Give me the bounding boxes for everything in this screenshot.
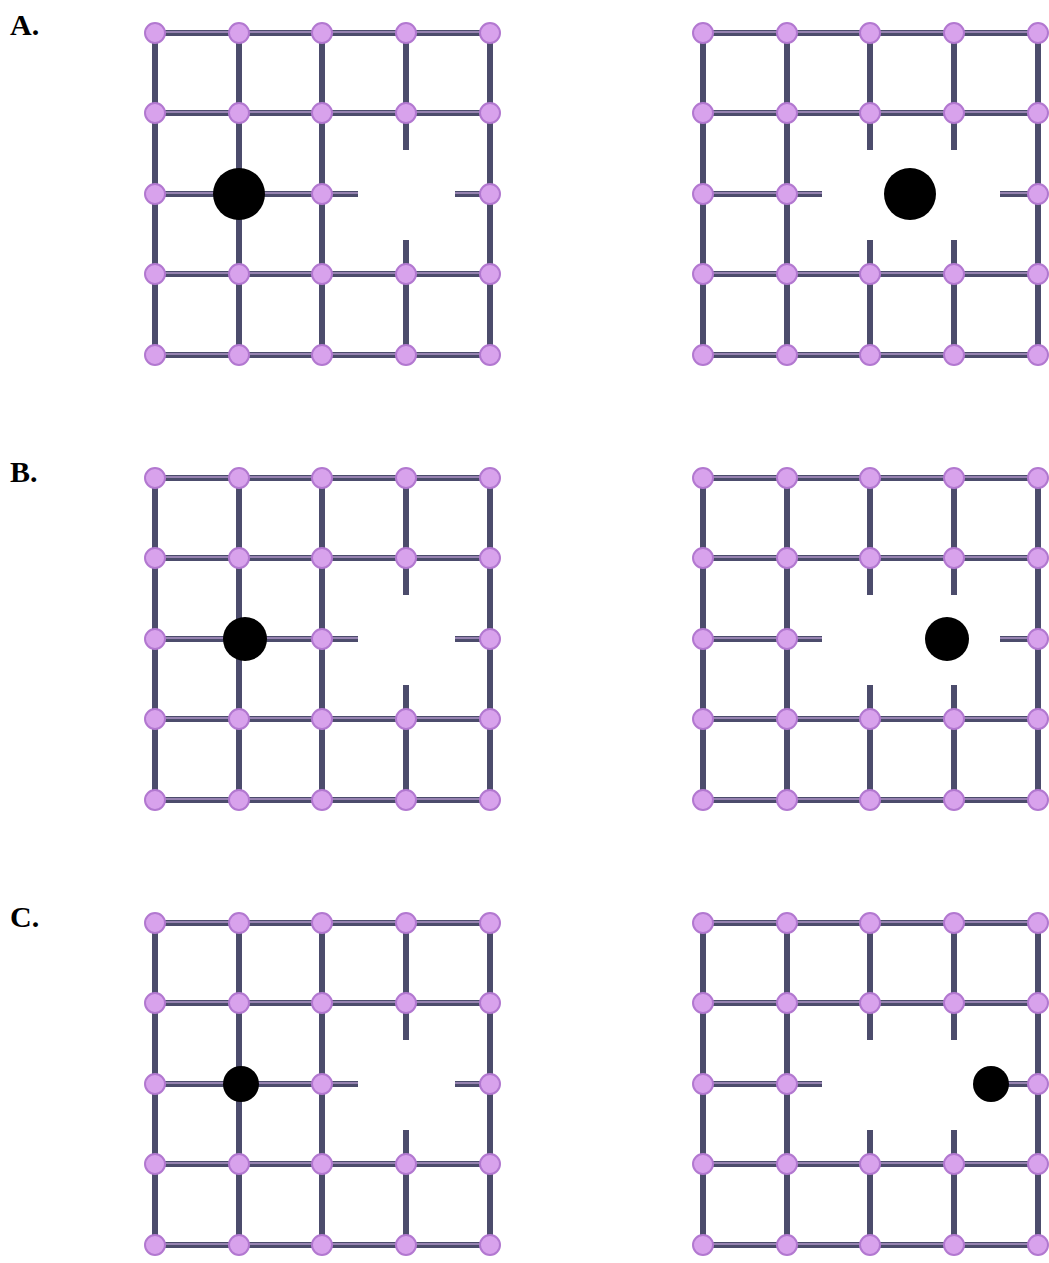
panel-letter: C. <box>10 900 39 934</box>
panel-letter: B. <box>10 455 38 489</box>
panel-letter: A. <box>10 8 39 42</box>
row-a-figure <box>145 23 1048 365</box>
row-c-figure <box>145 913 1048 1255</box>
row-b-figure <box>145 468 1048 810</box>
